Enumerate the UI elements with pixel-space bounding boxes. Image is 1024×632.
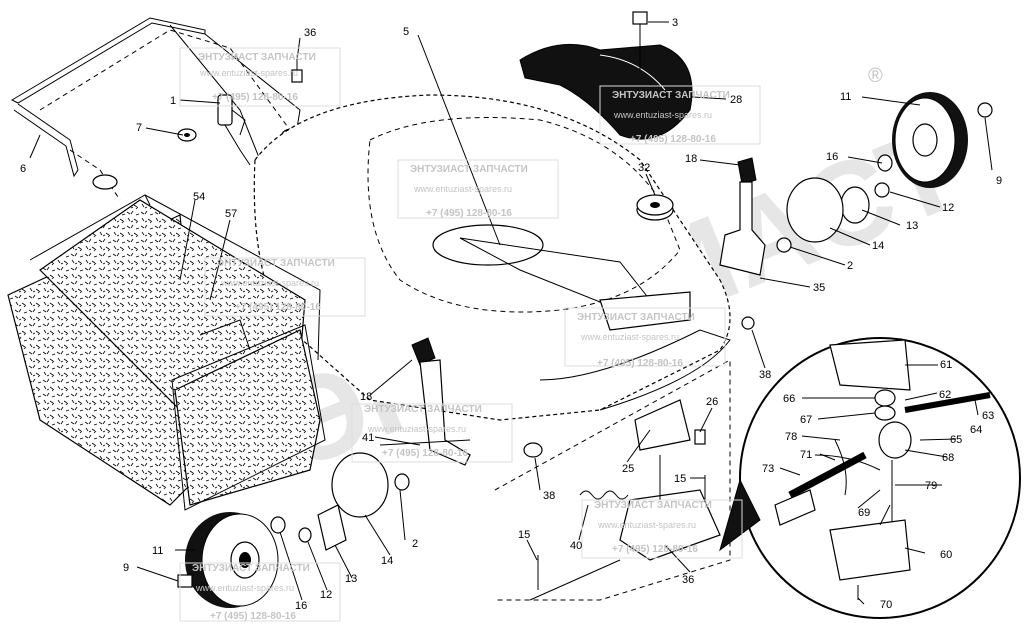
callout-9: 9 <box>123 562 129 574</box>
wheel-right <box>776 92 993 253</box>
watermark-phone: +7 (495) 128-80-16 <box>210 611 296 622</box>
gearbox-detail-inset <box>719 337 1021 619</box>
callout-79: 79 <box>925 480 937 492</box>
callout-66: 66 <box>783 393 795 405</box>
callout-3: 3 <box>672 17 678 29</box>
watermark-phone: +7 (495) 128-80-16 <box>382 448 468 459</box>
watermark-url: www.entuziast-spares.ru <box>413 184 512 194</box>
watermark-url: www.entuziast-spares.ru <box>580 332 679 342</box>
callout-14: 14 <box>381 555 393 567</box>
callout-38: 38 <box>543 490 555 502</box>
callout-41: 41 <box>362 432 374 444</box>
watermark-title: ЭНТУЗИАСТ ЗАПЧАСТИ <box>410 164 528 175</box>
watermark-title: ЭНТУЗИАСТ ЗАПЧАСТИ <box>192 563 310 574</box>
cable-clip-assembly <box>177 58 303 166</box>
callout-32: 32 <box>638 162 650 174</box>
callout-60: 60 <box>940 549 952 561</box>
callout-67: 67 <box>800 414 812 426</box>
callout-68: 68 <box>942 452 954 464</box>
bolt-3 <box>632 11 648 70</box>
watermark-title: ЭНТУЗИАСТ ЗАПЧАСТИ <box>612 90 730 101</box>
callout-2: 2 <box>847 260 853 272</box>
callout-57: 57 <box>225 208 237 220</box>
callout-73: 70 <box>880 599 892 611</box>
callout-13: 13 <box>345 573 357 585</box>
watermark-phone: +7 (495) 128-80-16 <box>426 208 512 219</box>
watermark-title: ЭНТУЗИАСТ ЗАПЧАСТИ <box>364 404 482 415</box>
callout-5: 5 <box>403 26 409 38</box>
callout-36: 36 <box>682 574 694 586</box>
callout-11: 11 <box>840 91 851 103</box>
callout-labels: 36 1 7 6 5 3 28 32 18 11 16 9 12 13 14 2… <box>20 17 1002 612</box>
callout-78: 78 <box>785 431 797 443</box>
callout-16: 16 <box>826 151 838 163</box>
callout-4: 36 <box>304 27 316 39</box>
callout-64: 64 <box>970 424 982 436</box>
callout-62: 62 <box>939 389 951 401</box>
callout-18: 18 <box>360 391 372 403</box>
callout-71: 73 <box>762 463 774 475</box>
callout-35: 35 <box>813 282 825 294</box>
watermark-title: ЭНТУЗИАСТ ЗАПЧАСТИ <box>217 258 335 269</box>
watermark-url: www.entuziast-spares.ru <box>597 520 696 530</box>
callout-15: 15 <box>518 529 530 541</box>
callout-13: 13 <box>906 220 918 232</box>
watermark-url: www.entuziast-spares.ru <box>367 424 466 434</box>
watermark-phone: +7 (495) 128-80-16 <box>612 544 698 555</box>
callout-65: 65 <box>950 434 962 446</box>
watermark-title: ЭНТУЗИАСТ ЗАПЧАСТИ <box>577 312 695 323</box>
callout-12: 12 <box>942 202 954 214</box>
callout-12: 12 <box>320 589 332 601</box>
watermark-title: ЭНТУЗИАСТ ЗАПЧАСТИ <box>594 500 712 511</box>
height-adjuster-left <box>379 337 543 466</box>
callout-61: 61 <box>940 359 952 371</box>
watermark-phone: +7 (495) 128-80-16 <box>212 92 298 103</box>
callout-28: 28 <box>730 94 742 106</box>
watermark-url: www.entuziast-spares.ru <box>199 68 298 78</box>
callout-18: 18 <box>685 153 697 165</box>
watermark-url: www.entuziast-spares.ru <box>220 278 319 288</box>
callout-70: 71 <box>800 449 812 461</box>
callout-11: 11 <box>152 545 163 557</box>
watermark-url: www.entuziast-spares.ru <box>613 110 712 120</box>
watermark-url: www.entuziast-spares.ru <box>195 583 294 593</box>
watermark-title: ЭНТУЗИАСТ ЗАПЧАСТИ <box>198 52 316 63</box>
callout-25: 25 <box>622 463 634 475</box>
callout-69: 69 <box>858 507 870 519</box>
callout-1: 1 <box>170 95 176 107</box>
watermark-phone: +7 (495) 128-80-16 <box>235 302 321 313</box>
callout-15: 15 <box>674 473 686 485</box>
callout-38: 38 <box>759 369 771 381</box>
leader-lines <box>29 21 993 605</box>
wheel-left <box>177 452 410 608</box>
drive-assembly <box>494 359 731 601</box>
callout-2: 2 <box>412 538 418 550</box>
watermark-stamps: ЭНТУЗИАСТ ЗАПЧАСТИ www.entuziast-spares.… <box>179 47 761 622</box>
watermark-phone: +7 (495) 128-80-16 <box>597 358 683 369</box>
callout-54: 54 <box>193 191 205 203</box>
callout-63: 63 <box>982 410 994 422</box>
callout-6: 6 <box>20 163 26 175</box>
mower-deck <box>253 94 731 421</box>
callout-9: 9 <box>996 175 1002 187</box>
registered-mark: ® <box>868 65 883 87</box>
grass-bag <box>7 194 326 511</box>
callout-40: 40 <box>570 540 582 552</box>
height-adjuster-right <box>719 157 766 330</box>
callout-7: 7 <box>136 122 142 134</box>
callout-26: 26 <box>706 396 718 408</box>
belt-cover <box>519 43 693 140</box>
callout-14: 14 <box>872 240 884 252</box>
watermark-phone: +7 (495) 128-80-16 <box>630 134 716 145</box>
callout-16: 16 <box>295 600 307 612</box>
pulley-32 <box>636 194 674 221</box>
